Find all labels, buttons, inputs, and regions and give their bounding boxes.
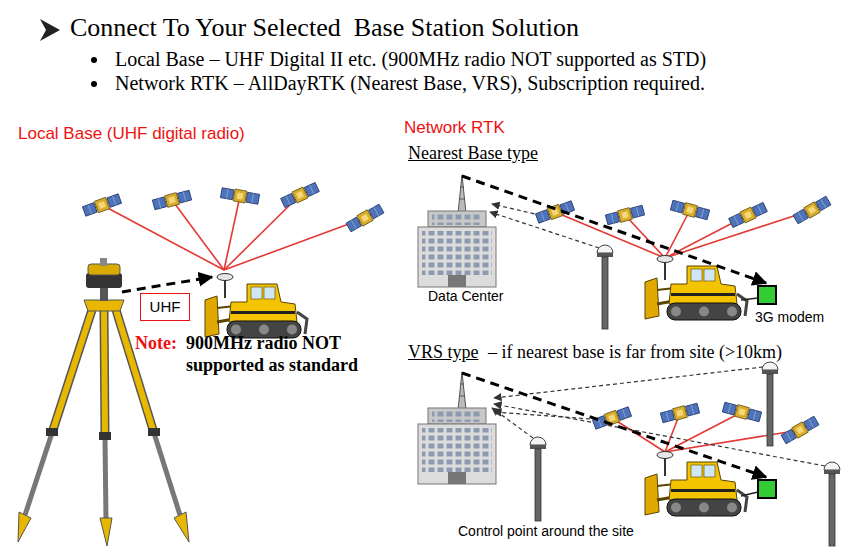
correction-link: [462, 373, 766, 477]
satellite: [152, 189, 192, 210]
bullet-dot: [91, 81, 97, 87]
correction-link: [462, 176, 766, 283]
subsection-heading: Nearest Base type: [408, 143, 538, 165]
data-center-building: [418, 175, 496, 287]
satellite: [605, 204, 645, 225]
satellite: [220, 187, 260, 205]
bullet-text: Local Base – UHF Digital II etc. (900MHz…: [115, 47, 706, 71]
modem-cable: [741, 298, 758, 300]
satellite: [280, 182, 320, 209]
device-label: 3G modem: [755, 309, 824, 326]
control-point-antenna: [530, 437, 546, 521]
modem-cable: [741, 492, 758, 496]
modem-3g: [758, 286, 776, 304]
satellite: [660, 402, 700, 423]
data-link: [494, 367, 763, 398]
modem-3g: [758, 480, 776, 498]
bulldozer: [205, 274, 307, 339]
note-text: 900MHz radio NOT supported as standard: [186, 333, 376, 376]
title-arrow: [40, 19, 60, 41]
bulldozer: [645, 256, 747, 321]
data-center-building: [418, 372, 496, 484]
satellite: [670, 199, 710, 220]
subsection-heading: VRS type: [408, 342, 479, 364]
satellite: [346, 203, 385, 232]
radio-link: [122, 277, 212, 292]
box-text: UHF: [150, 299, 181, 316]
control-point-antenna: [824, 462, 840, 546]
control-point-antenna: [762, 362, 778, 446]
section-heading: Local Base (UHF digital radio): [18, 124, 245, 144]
base-antenna: [597, 245, 613, 329]
device-label: Control point around the site: [458, 523, 634, 540]
satellite: [728, 202, 768, 229]
subsection-note: – if nearest base is far from site (>10k…: [488, 342, 782, 364]
data-link: [494, 412, 604, 420]
satellite-signal: [102, 195, 365, 270]
satellite: [793, 195, 832, 224]
slide-title: Connect To Your Selected Base Station So…: [70, 12, 579, 43]
satellite: [82, 193, 122, 217]
section-heading: Network RTK: [404, 118, 505, 138]
satellite: [722, 401, 762, 422]
note-prefix: Note:: [135, 333, 177, 355]
satellite: [781, 415, 820, 444]
satellite-signal: [555, 210, 812, 258]
tripod-base-station: [18, 258, 189, 546]
bullet-text: Network RTK – AllDayRTK (Nearest Base, V…: [115, 71, 705, 95]
bullet-dot: [91, 57, 97, 63]
device-label: Data Center: [428, 288, 503, 305]
radio-type-box: UHF: [140, 293, 190, 321]
bulldozer: [645, 452, 747, 517]
